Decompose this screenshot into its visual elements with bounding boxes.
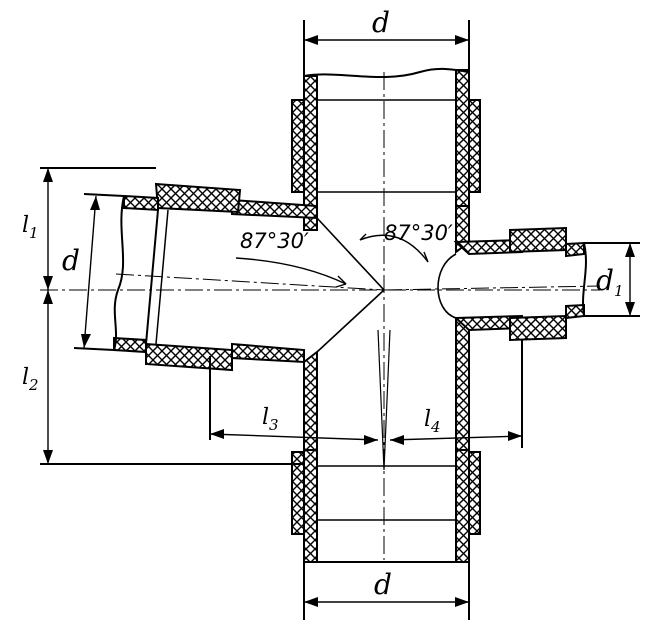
left-socket-lower [145,342,233,372]
right-socket-upper [509,226,567,254]
left-pipe-upper [123,194,159,212]
body-left-lower-wall [303,349,318,451]
top-pipe-left-wall [303,75,318,207]
dim-l3 [209,433,379,441]
label-d-top: d [372,6,390,39]
left-pipe-lower [113,336,147,354]
right-branch-axis [383,285,601,291]
right-socket-lower [509,314,567,342]
body-right-lower-wall [455,317,470,451]
right-pipe-upper [565,241,585,258]
top-break-line [303,67,470,78]
label-angle-left: 87°30′ [240,229,309,253]
top-pipe-right-wall [455,69,470,207]
label-d-left: d [62,244,80,277]
label-l1: l1 [22,213,39,242]
label-l2: l2 [22,365,39,394]
angle-arc-right [359,234,429,263]
left-break-line [113,195,125,351]
label-l3: l3 [262,405,279,434]
left-branch-axis [115,273,385,291]
label-d1: d1 [596,264,623,300]
bottom-pipe-right-wall [455,449,470,563]
dim-d-left [83,195,97,349]
dim-l4 [389,435,523,441]
label-angle-right: 87°30′ [384,221,453,245]
bottom-pipe-left-wall [303,449,318,563]
angle-arc-left [235,257,347,285]
left-socket-upper [154,182,242,214]
right-pipe-lower [565,303,585,320]
left-branch-lower-wall [231,342,305,364]
label-d-bottom: d [374,568,392,601]
label-l4: l4 [424,407,441,436]
